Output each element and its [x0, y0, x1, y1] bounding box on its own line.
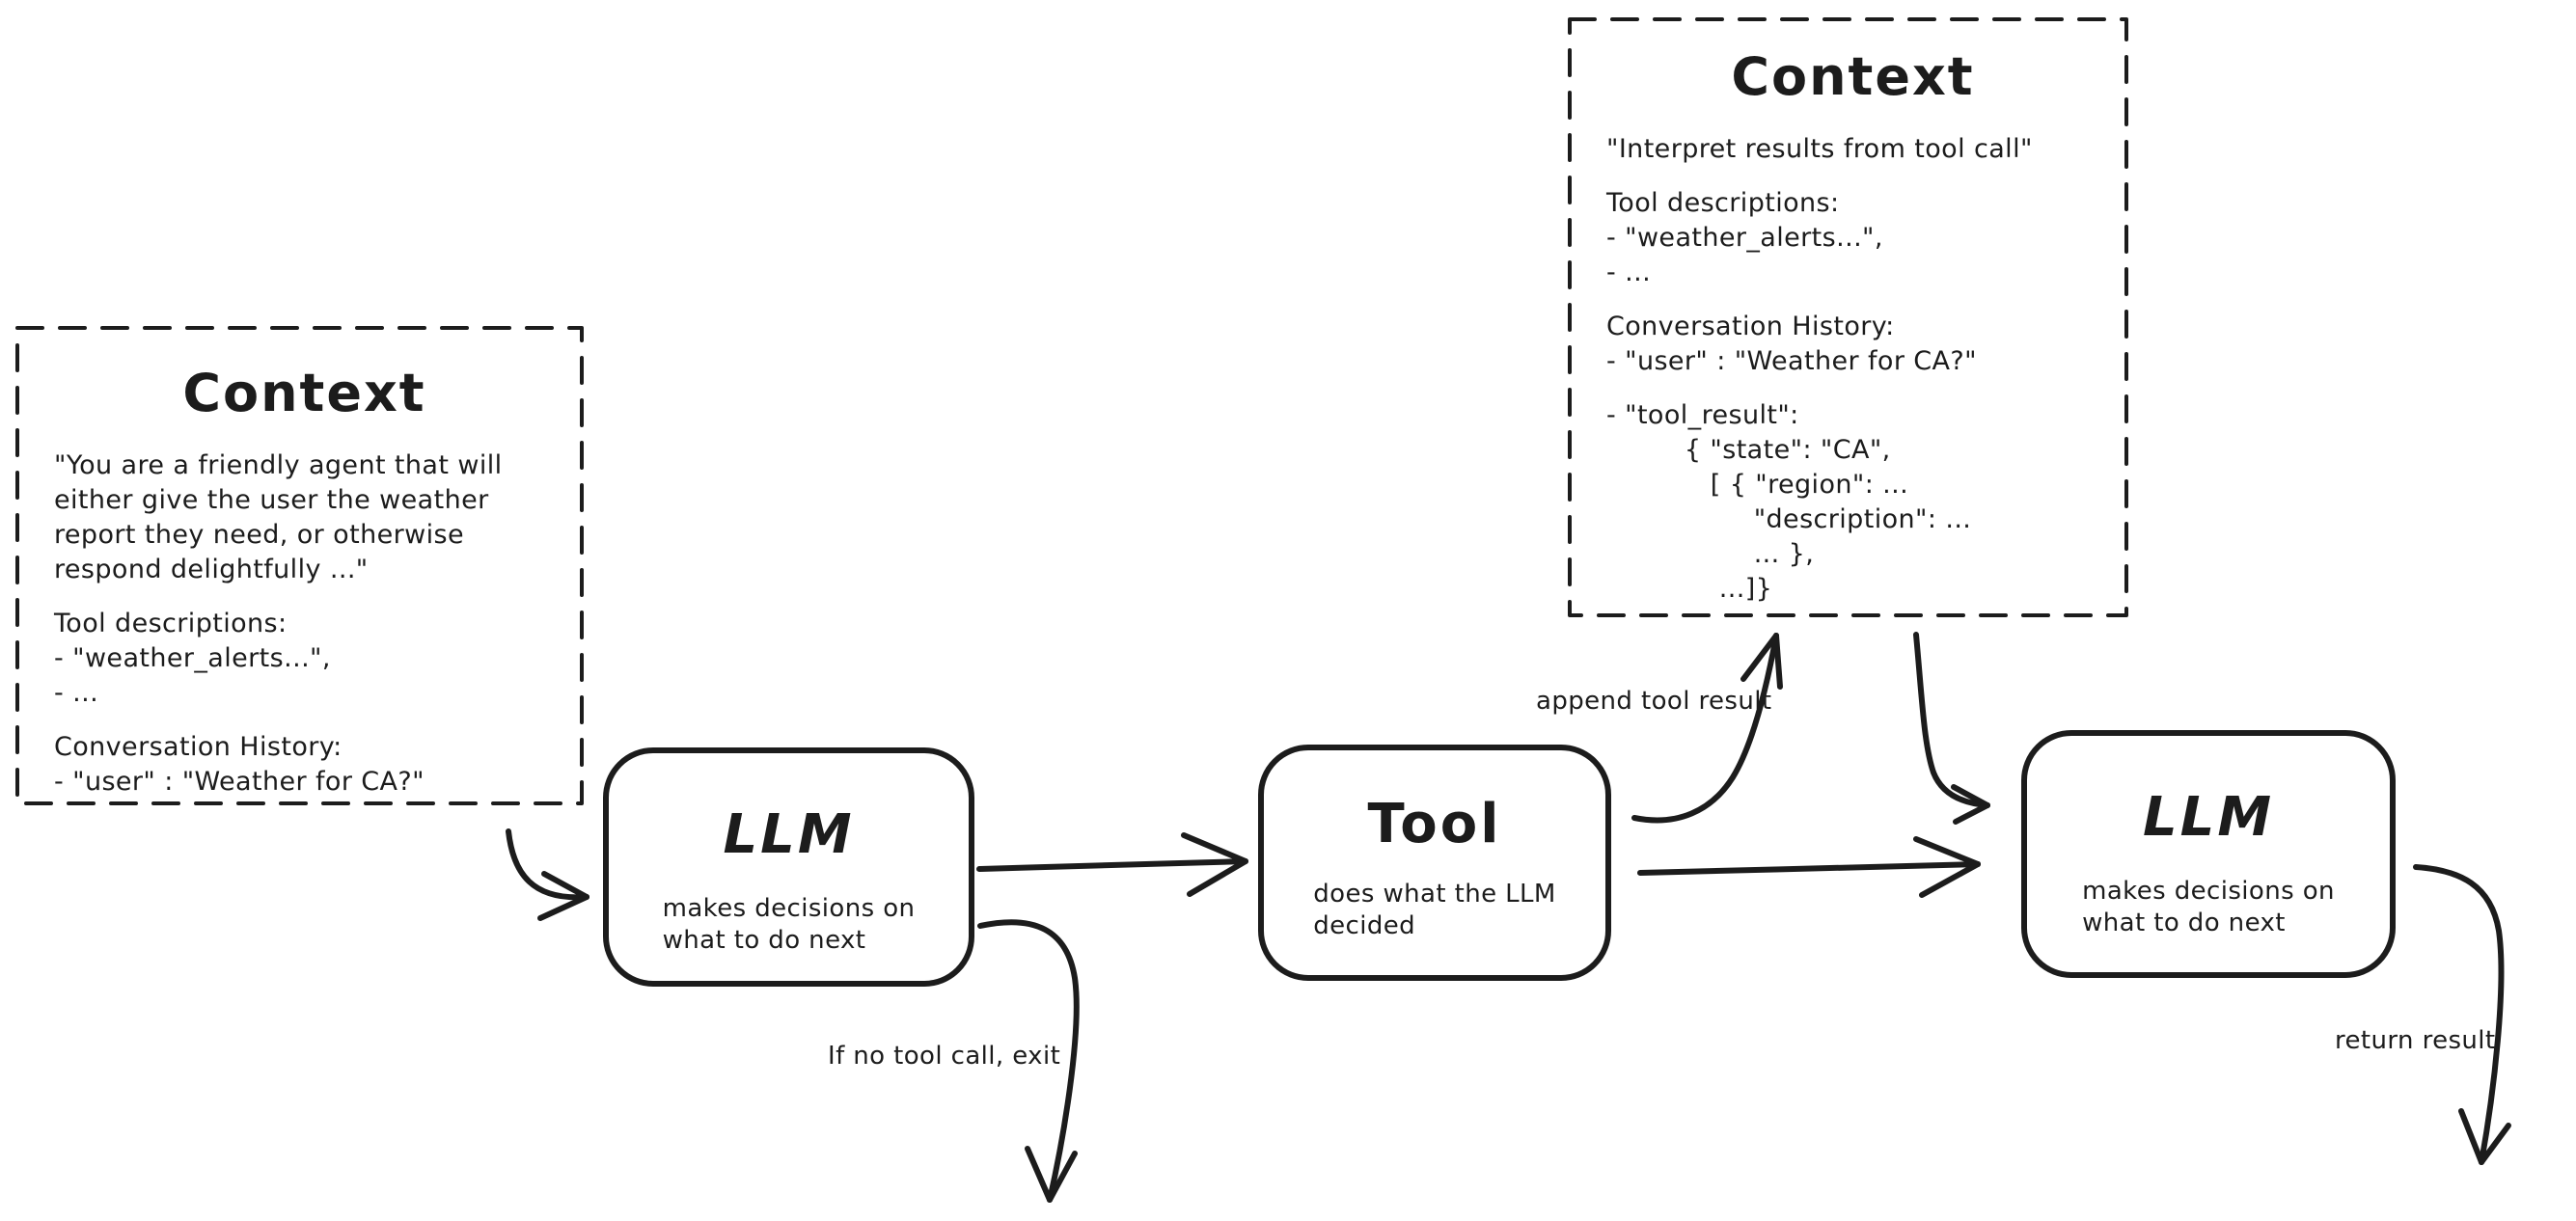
- text-line: [1606, 290, 2099, 310]
- text-line: Conversation History:: [1606, 312, 1895, 341]
- text-line: ... },: [1606, 539, 1815, 569]
- context-left-border: [15, 326, 584, 805]
- text-line: - "weather_alerts...",: [1606, 223, 1883, 253]
- text-line: [1606, 167, 2099, 186]
- text-line: [1606, 379, 2099, 398]
- edge-label-if-no-tool-call-exit: If no tool call, exit: [828, 1042, 1061, 1071]
- text-line: [ { "region": ...: [1606, 470, 1909, 500]
- text-line: report they need, or otherwise: [54, 520, 464, 550]
- text-line: "description": ...: [1606, 504, 1972, 534]
- text-line: respond delightfully ...": [54, 555, 369, 584]
- text-line: [54, 587, 555, 607]
- node-llm-1: LLM makes decisions on what to do next: [603, 747, 974, 987]
- node-tool-subtitle: does what the LLM decided: [1313, 880, 1556, 940]
- arrow-tool-to-llm2: [1637, 836, 1981, 898]
- node-tool: Tool does what the LLM decided: [1258, 745, 1611, 981]
- node-tool-title: Tool: [1367, 793, 1502, 855]
- text-line: Tool descriptions:: [1606, 188, 1840, 218]
- text-line: [54, 711, 555, 730]
- text-line: - "tool_result":: [1606, 400, 1799, 430]
- text-line: Conversation History:: [54, 732, 343, 762]
- context-right-title: Context: [1731, 46, 1975, 107]
- context-right-body: "Interpret results from tool call" Tool d…: [1606, 132, 2099, 607]
- arrow-tool-to-context-right: [1631, 633, 1783, 824]
- arrow-context-right-to-llm2: [1913, 632, 1990, 825]
- text-line: - ...: [1606, 258, 1652, 287]
- node-llm-1-title: LLM: [723, 803, 855, 866]
- node-llm-2-subtitle: makes decisions on what to do next: [2082, 877, 2335, 937]
- arrow-llm2-return: [2413, 864, 2511, 1165]
- context-box-right: Context "Interpret results from tool cal…: [1570, 19, 2126, 615]
- text-line: - "weather_alerts...",: [54, 643, 331, 673]
- node-llm-2-title: LLM: [2142, 786, 2275, 849]
- context-left-body: "You are a friendly agent that will eithe…: [54, 448, 555, 800]
- edge-label-return-result: return result: [2335, 1026, 2496, 1055]
- arrow-context-left-to-llm1: [506, 828, 589, 921]
- context-box-left: Context "You are a friendly agent that w…: [17, 328, 582, 803]
- context-left-title: Context: [182, 363, 426, 423]
- node-llm-1-subtitle: makes decisions on what to do next: [662, 894, 916, 955]
- text-line: "You are a friendly agent that will: [54, 450, 503, 480]
- context-right-border: [1568, 17, 2128, 617]
- text-line: - "user" : "Weather for CA?": [54, 767, 425, 797]
- edge-label-append-tool-result: append tool result: [1536, 687, 1772, 716]
- arrow-llm1-exit: [977, 919, 1080, 1203]
- text-line: - ...: [54, 678, 99, 708]
- node-llm-2: LLM makes decisions on what to do next: [2021, 730, 2396, 978]
- arrow-llm1-to-tool: [976, 832, 1248, 897]
- text-line: Tool descriptions:: [54, 609, 288, 638]
- text-line: ...]}: [1606, 574, 1773, 604]
- text-line: either give the user the weather: [54, 485, 489, 515]
- text-line: "Interpret results from tool call": [1606, 134, 2033, 164]
- text-line: { "state": "CA",: [1606, 435, 1891, 465]
- text-line: - "user" : "Weather for CA?": [1606, 346, 1977, 376]
